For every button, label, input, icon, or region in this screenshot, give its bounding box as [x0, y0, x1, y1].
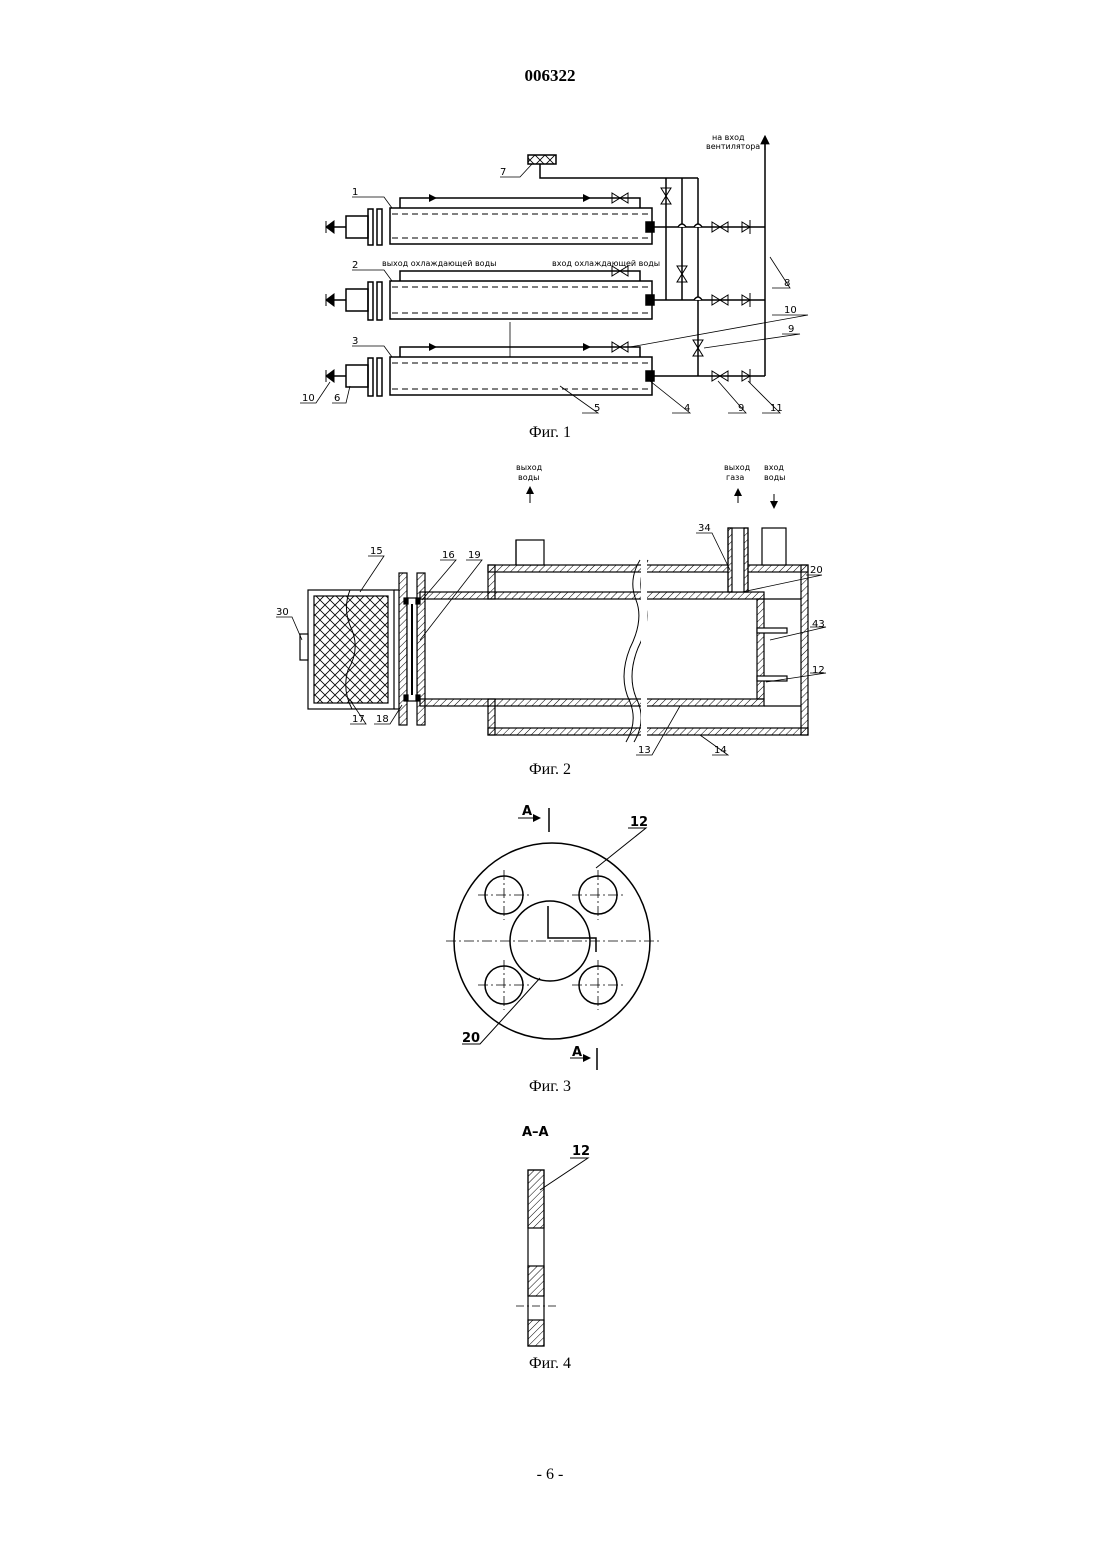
caption-fig-1: Фиг. 1: [450, 424, 650, 442]
section-mark-bottom: A: [572, 1045, 582, 1060]
note-fan-inlet-1: на вход: [712, 133, 745, 142]
label-30: 30: [276, 607, 289, 618]
note-fan-inlet-2: вентилятора: [706, 142, 760, 151]
note-gas-out-2: газа: [726, 473, 744, 482]
label-6: 6: [334, 393, 340, 404]
label-10a: 10: [784, 305, 797, 316]
note-water-in-2: воды: [764, 473, 785, 482]
figure-1: [300, 136, 808, 413]
note-water-in-1: вход: [764, 463, 784, 472]
label-34: 34: [698, 523, 711, 534]
label-20-fig3: 20: [462, 1031, 480, 1046]
caption-fig-2: Фиг. 2: [450, 761, 650, 779]
valve-icon: [326, 221, 334, 233]
note-cooling-water-in: вход охлаждающей воды: [552, 259, 660, 268]
label-3: 3: [352, 336, 358, 347]
figure-4: [516, 1158, 588, 1346]
label-4: 4: [684, 403, 690, 414]
label-12: 12: [812, 665, 825, 676]
section-title: A–A: [522, 1125, 549, 1140]
head-1: [346, 216, 368, 238]
note-water-out-1: выход: [516, 463, 543, 472]
label-43: 43: [812, 619, 825, 630]
caption-fig-4: Фиг. 4: [450, 1355, 650, 1373]
label-1: 1: [352, 187, 358, 198]
label-2: 2: [352, 260, 358, 271]
label-11: 11: [770, 403, 783, 414]
label-18: 18: [376, 714, 389, 725]
label-17: 17: [352, 714, 365, 725]
figure-4-labels: A–A 12: [522, 1125, 590, 1159]
note-water-out-2: воды: [518, 473, 539, 482]
label-14: 14: [714, 745, 727, 756]
label-15: 15: [370, 546, 383, 557]
label-12-fig3: 12: [630, 815, 648, 830]
label-10b: 10: [302, 393, 315, 404]
caption-fig-3: Фиг. 3: [450, 1078, 650, 1096]
page-number: - 6 -: [0, 1466, 1100, 1484]
note-cooling-water-out: выход охлаждающей воды: [382, 259, 496, 268]
label-8: 8: [784, 278, 790, 289]
label-16: 16: [442, 550, 455, 561]
label-19: 19: [468, 550, 481, 561]
section-mark-top: A: [522, 804, 532, 819]
label-9a: 9: [788, 324, 794, 335]
label-5: 5: [594, 403, 600, 414]
label-20: 20: [810, 565, 823, 576]
label-12-fig4: 12: [572, 1144, 590, 1159]
label-7: 7: [500, 167, 506, 178]
note-gas-out-1: выход: [724, 463, 751, 472]
label-9b: 9: [738, 403, 744, 414]
figure-1-labels: 1 2 3 4 5 6 7 8 9 9 10 10 11 на вход вен…: [302, 133, 797, 414]
tube-1: [390, 208, 652, 244]
label-13: 13: [638, 745, 651, 756]
